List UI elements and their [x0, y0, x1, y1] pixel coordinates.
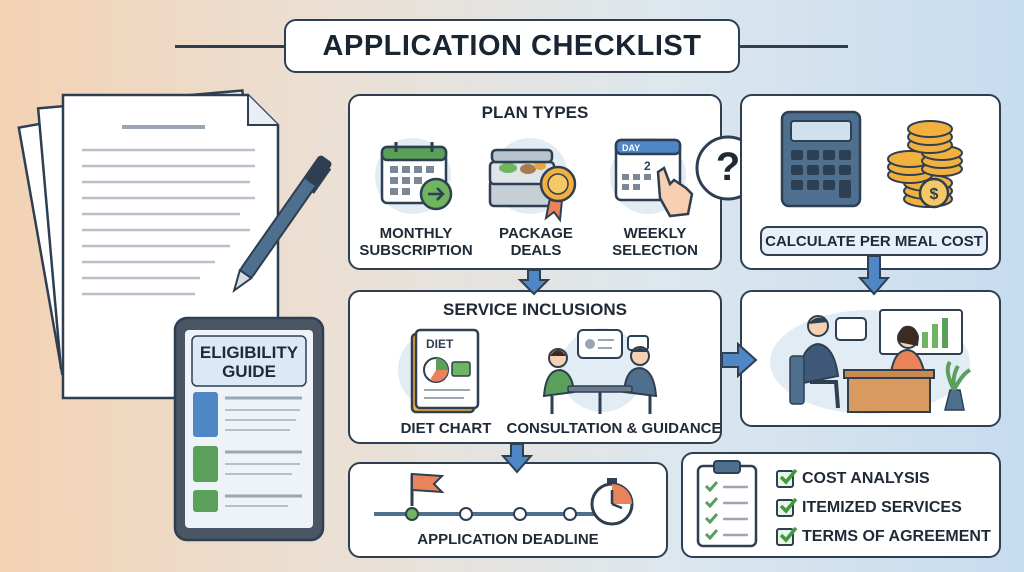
checklist-list: COST ANALYSIS ITEMIZED SERVICES TERMS OF… [776, 464, 998, 551]
clock-icon [590, 478, 634, 526]
deadline-timeline [374, 472, 634, 526]
meal-box-badge-icon [488, 138, 577, 223]
service-inclusions-heading: SERVICE INCLUSIONS [443, 300, 627, 319]
diet-chart-label: DIET CHART [400, 420, 492, 437]
svg-text:$: $ [930, 186, 939, 203]
diet-book-text: DIET [426, 337, 454, 351]
checklist-item-label: TERMS OF AGREEMENT [802, 527, 991, 545]
checklist-item: ITEMIZED SERVICES [776, 493, 998, 522]
clipboard-icon [696, 460, 758, 548]
title-rule-left [175, 45, 284, 48]
tablet-green-block [193, 446, 218, 482]
checkbox-checked-icon [776, 526, 798, 546]
plan-package-label: PACKAGE DEALS [499, 225, 573, 259]
calendar-arrow-icon [375, 138, 453, 214]
eligibility-guide-label: ELIGIBILITY GUIDE [199, 343, 299, 381]
deadline-label: APPLICATION DEADLINE [417, 531, 599, 548]
checklist-item-label: COST ANALYSIS [802, 469, 930, 487]
office-meeting-illustration [770, 309, 972, 414]
calendar-number-text: 2 [644, 159, 651, 173]
arrow-right-service-to-scene [721, 341, 758, 379]
checklist-item-label: ITEMIZED SERVICES [802, 498, 962, 516]
flag-icon [411, 472, 445, 494]
diet-chart-icon: DIET [398, 328, 480, 414]
checkbox-checked-icon [776, 468, 798, 488]
arrow-down-service-to-deadline [500, 443, 534, 474]
plan-weekly-label: WEEKLY SELECTION [612, 225, 698, 259]
consultation-icon [542, 328, 658, 414]
tablet-blue-block [193, 392, 218, 437]
coin-stack-icon: $ [887, 120, 963, 209]
question-mark: ? [715, 145, 741, 189]
page-title: APPLICATION CHECKLIST [284, 19, 740, 73]
checklist-item: COST ANALYSIS [776, 464, 998, 493]
checklist-item: TERMS OF AGREEMENT [776, 522, 998, 551]
arrow-down-plan-to-service [517, 269, 551, 296]
calendar-day-text: DAY [622, 143, 640, 153]
cost-label: CALCULATE PER MEAL COST [765, 232, 983, 250]
timeline-start-dot [405, 507, 419, 521]
arrow-down-cost-to-scene [857, 255, 891, 296]
pen-icon [232, 155, 332, 294]
calculator-icon [780, 110, 862, 208]
plan-monthly-label: MONTHLY SUBSCRIPTION [359, 225, 473, 259]
calendar-hand-icon: DAY 2 [610, 138, 694, 218]
plan-types-heading: PLAN TYPES [481, 103, 589, 122]
consultation-label: CONSULTATION & GUIDANCE [506, 420, 722, 437]
page-title-text: APPLICATION CHECKLIST [322, 29, 702, 62]
checkbox-checked-icon [776, 497, 798, 517]
title-rule-right [740, 45, 848, 48]
